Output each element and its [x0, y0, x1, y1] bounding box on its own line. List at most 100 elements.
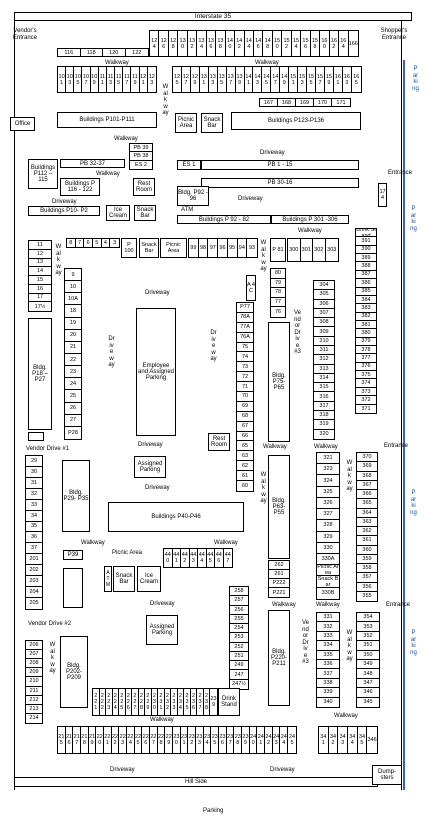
stall: 98: [199, 239, 209, 257]
stall: 326: [317, 498, 339, 510]
stall: 244: [280, 727, 289, 753]
stall: 243: [273, 727, 281, 753]
stall: 230: [173, 727, 181, 753]
stall: 157: [316, 67, 325, 92]
stall: 27: [65, 415, 81, 427]
stall: 146: [254, 31, 264, 56]
stall: 107: [82, 67, 91, 92]
stall: 142: [235, 31, 245, 56]
walkway-vertical-left: Walkway: [55, 244, 62, 276]
stall: 210: [26, 677, 42, 687]
stall: 219: [89, 727, 97, 753]
stall: 26: [65, 403, 81, 415]
stall: 147: [271, 67, 281, 92]
stall: 10A: [65, 293, 81, 306]
stall: 205: [29, 600, 39, 607]
stall: P221: [272, 589, 286, 596]
stall: 339: [317, 688, 339, 698]
stall: 357: [357, 573, 377, 583]
stall: 149: [280, 67, 290, 92]
walkway-vertical-right: Walkway: [346, 460, 353, 492]
stall: 121: [140, 67, 148, 92]
stall: 307: [314, 309, 334, 319]
stall: 141: [245, 67, 254, 92]
picnic-area-lower: Picnic Area: [112, 550, 143, 556]
stall: 442: [181, 549, 190, 567]
stall: 310: [314, 337, 334, 346]
stall: 17: [29, 294, 51, 303]
stall: 13: [29, 259, 51, 268]
stall: 204: [26, 587, 42, 598]
stall: 225: [135, 727, 143, 753]
es1: ES 1: [177, 160, 201, 170]
stall: 391: [356, 237, 376, 246]
stall: 370: [357, 453, 377, 463]
bldg-p220-p211: Bldg. P220- P211: [268, 610, 290, 706]
stall: 235: [184, 689, 191, 715]
stall: 309: [314, 327, 334, 337]
stall: 169: [296, 99, 314, 106]
stall: 95: [228, 239, 238, 257]
stall: 170: [314, 99, 332, 106]
stall: 366: [357, 490, 377, 500]
stall: 446: [215, 549, 224, 567]
stall: 22: [65, 354, 81, 367]
stall: 133: [209, 67, 218, 92]
stall: 373: [356, 388, 376, 397]
stall: 218: [81, 727, 89, 753]
stall: 316: [314, 392, 334, 402]
stall: 349: [357, 660, 379, 670]
walkway-top-right: Walkway: [255, 60, 279, 66]
entrance-upper: Entrance: [388, 170, 413, 176]
walkway-vertical: Walkway: [162, 84, 169, 116]
stall: 240: [250, 727, 258, 753]
stall: 247½: [232, 681, 246, 688]
stall: 72: [237, 372, 253, 383]
walkway-lower-mid: Walkway: [214, 540, 238, 546]
stall: 168: [278, 99, 296, 106]
stall: 319: [314, 420, 334, 430]
stall: 202: [26, 565, 42, 577]
rest-room-mid: Rest Room: [208, 433, 230, 451]
stall: 66: [237, 432, 253, 442]
walkway-left: Walkway: [96, 171, 120, 177]
buildings-p10-p2: Buildings P10- P2: [28, 206, 100, 216]
walkway-top: Walkway: [105, 60, 129, 66]
blue-parking-line: [403, 60, 405, 790]
parking-right-4: Parking: [410, 630, 417, 656]
stall: 245: [288, 734, 296, 746]
assigned-parking-1: Assigned Parking: [134, 456, 166, 478]
p100: P 100: [121, 238, 137, 258]
driveway-bottom-2: Driveway: [270, 767, 295, 773]
stall: 132: [188, 31, 198, 56]
walkway-mid3: Walkway: [314, 444, 338, 450]
stall: 313: [314, 365, 334, 374]
stall: 376: [356, 363, 376, 372]
stall: 253: [230, 633, 248, 643]
stall: 125: [173, 67, 182, 92]
stall: 315: [314, 383, 334, 393]
stall: 164: [339, 31, 349, 56]
stall: 76: [274, 309, 282, 316]
driveway-left: Driveway: [52, 199, 77, 205]
walkway-lower-2: Walkway: [272, 602, 296, 608]
vendor-drive-3-lower: Vendor Drive #3: [302, 620, 310, 665]
stall: 351: [357, 641, 379, 651]
hill-side: Hill Side: [14, 777, 378, 787]
stall: 3: [113, 240, 117, 246]
stall: 212: [26, 696, 42, 705]
stall: 362: [357, 527, 377, 537]
stall: 345: [363, 699, 373, 706]
stall: 328: [317, 520, 339, 532]
p81: P 81: [270, 238, 286, 262]
stall: 384: [356, 296, 376, 305]
stall: 174: [379, 189, 386, 201]
stall: 7: [76, 239, 85, 247]
stall: 77A: [237, 323, 253, 333]
stall: 375: [356, 371, 376, 380]
stall: 347: [357, 679, 379, 689]
entrance-lower: Entrance: [386, 602, 411, 608]
stall: 350: [357, 651, 379, 660]
